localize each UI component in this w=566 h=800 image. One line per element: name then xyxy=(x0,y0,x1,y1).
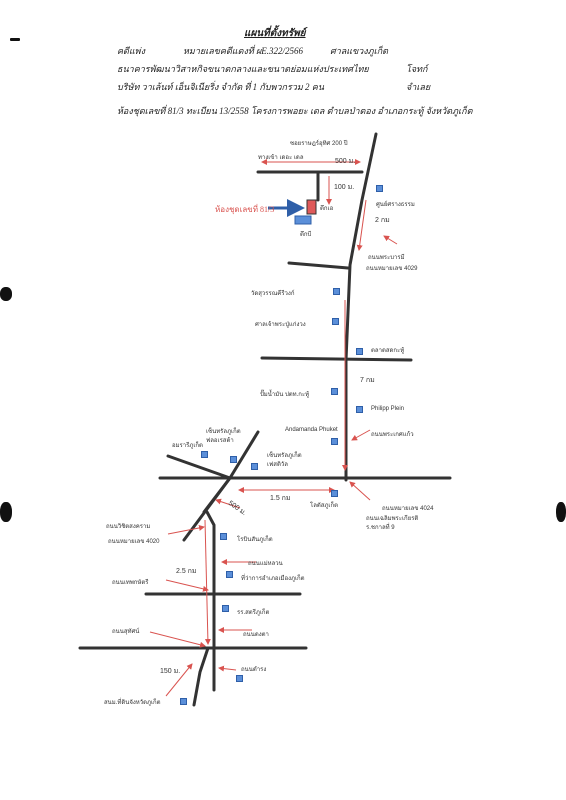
marker-festival xyxy=(251,463,258,470)
label-dongta: ถนนดงตา xyxy=(243,632,269,638)
label-mae-luan: ถนนแม่หลวน xyxy=(248,561,283,567)
building-b xyxy=(294,215,312,225)
marker-land-office xyxy=(180,698,187,705)
court-name: ศาลแขวงภูเก็ต xyxy=(330,46,388,56)
label-andamanda: Andamanda Phuket xyxy=(285,427,338,433)
scan-smudge xyxy=(556,502,566,522)
road-wichit-2 xyxy=(182,476,232,542)
road-south-main xyxy=(205,510,216,692)
property-address: ห้องชุดเลขที่ 81/3 ทะเบียน 13/2558 โครงก… xyxy=(117,106,473,116)
road-market xyxy=(260,356,413,362)
label-wat: วัดสุวรรณคีรีวงก์ xyxy=(251,291,295,297)
label-lotus: โลตัสภูเก็ต xyxy=(310,503,338,509)
marker-floresta xyxy=(230,456,237,463)
label-rama9: ร.ชกาลที่ 9 xyxy=(366,525,395,531)
label-150m: 150 ม. xyxy=(160,668,181,675)
marker-district-office xyxy=(226,571,233,578)
marker-community-center xyxy=(376,185,383,192)
label-community-center: ศูนย์ศรางธรรม xyxy=(376,202,415,208)
label-1-5km: 1.5 กม xyxy=(270,495,291,502)
road-central-west xyxy=(166,454,232,480)
case-number: หมายเลขคดีแดงที่ ผE.322/2566 xyxy=(183,46,304,56)
label-entrance: ทางเข้า เดอะ เดล xyxy=(258,155,304,161)
label-land-office: สนม.ที่ดินจังหวัดภูเก็ต xyxy=(104,700,161,706)
label-shrine: ศาลเจ้าพระปู่แก่งวง xyxy=(255,322,306,328)
label-hwy-4029: ถนนหมายเลข 4029 xyxy=(366,266,418,272)
marker-wat xyxy=(333,288,340,295)
label-unit: ห้องชุดเลขที่ 81/3 xyxy=(215,205,275,214)
label-hwy-4020: ถนนหมายเลข 4020 xyxy=(108,539,160,545)
case-label: คดีแพ่ง xyxy=(117,46,145,56)
label-chalermprakiat: ถนนเฉลิมพระเกียรติ xyxy=(366,516,419,522)
marker-ptt xyxy=(331,388,338,395)
label-building-b: ตึกบี xyxy=(300,232,312,238)
marker-robinson xyxy=(220,533,227,540)
marker-satree-school xyxy=(222,605,229,612)
defendant-role: จำเลย xyxy=(406,82,431,92)
label-ptt: ปั๊มน้ำมัน ปตท.กะทู้ xyxy=(260,392,310,398)
label-central-floresta: เซ็นทรัลภูเก็ต ฟลอเรสต้า xyxy=(206,429,241,444)
defendant-name: บริษัท วาเล้นท์ เอ็นจิเนียริ่ง จำกัด ที่… xyxy=(117,82,324,92)
road-central-north xyxy=(228,430,260,480)
label-500m: 500 ม. xyxy=(335,158,356,165)
label-phrabarami: ถนนพระบารมี xyxy=(368,255,405,261)
label-building-el: ตึกเอ xyxy=(320,206,334,212)
marker-andamanda xyxy=(331,438,338,445)
label-thepkasattri: ถนนเทพกษัตรี xyxy=(112,580,149,586)
scan-smudge xyxy=(0,502,12,522)
marker-amarin xyxy=(201,451,208,458)
marker-shrine xyxy=(332,318,339,325)
plaintiff-name: ธนาคารพัฒนาวิสาหกิจขนาดกลางและขนาดย่อมแห… xyxy=(117,64,369,74)
label-damrong: ถนนดำรง xyxy=(241,667,267,673)
marker-market xyxy=(356,348,363,355)
road-to-office xyxy=(192,646,210,707)
label-amarin: อมรารีภูเก็ต xyxy=(172,443,203,449)
label-100m: 100 ม. xyxy=(334,184,355,191)
scan-smudge xyxy=(0,287,12,301)
marker-philipp-plein xyxy=(356,406,363,413)
marker-lotus xyxy=(331,490,338,497)
label-philipp-plein: Philipp Plein xyxy=(371,406,405,412)
page-title: แผนที่ตั้งทรัพย์ xyxy=(244,28,306,39)
label-7km: 7 กม xyxy=(360,377,375,384)
scan-smudge xyxy=(10,38,20,41)
label-phrakettkaeo: ถนนพระเกศแก้ว xyxy=(371,432,414,438)
road-phrabarami xyxy=(287,261,350,270)
label-sutthat: ถนนสุทัศน์ xyxy=(112,629,140,635)
label-satree-school: รร.สตรีภูเก็ต xyxy=(237,610,270,616)
label-district-office: ที่ว่าการอำเภอเมืองภูเก็ต xyxy=(241,576,305,582)
road-main-north xyxy=(344,132,378,482)
label-2km: 2 กม xyxy=(375,217,390,224)
label-soi-200: ซอยราษฎร์อุทิศ 200 ปี xyxy=(290,141,348,147)
label-wichit: ถนนวิชิตสงคราม xyxy=(106,524,151,530)
plaintiff-role: โจทก์ xyxy=(406,64,428,74)
label-market: ตลาดสดกะทู้ xyxy=(371,348,405,354)
label-2-5km: 2.5 กม xyxy=(176,568,197,575)
label-central-festival: เซ็นทรัลภูเก็ต เฟสติวัล xyxy=(267,453,302,468)
label-hwy-4024: ถนนหมายเลข 4024 xyxy=(382,506,434,512)
label-robinson: โรบินสันภูเก็ต xyxy=(237,537,273,543)
marker-damrong xyxy=(236,675,243,682)
road-network xyxy=(78,132,452,707)
unit-building xyxy=(306,199,317,215)
